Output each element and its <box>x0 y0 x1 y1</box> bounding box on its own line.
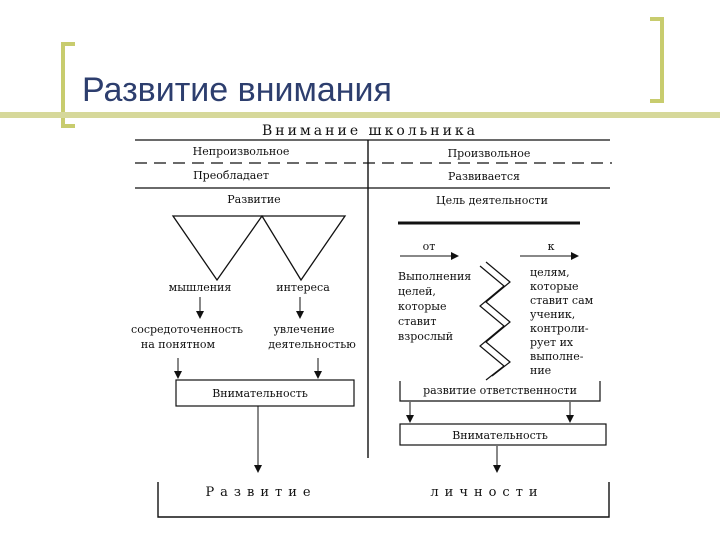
student-goals-line: ученик, <box>530 308 575 321</box>
thinking-funnel <box>171 215 264 282</box>
left-result-box <box>175 379 355 407</box>
focus-label-line2: на понятном <box>141 338 216 351</box>
from-label: от <box>423 240 436 253</box>
personality-label: личности <box>430 485 543 500</box>
activity-goal-label: Цель деятельности <box>436 194 548 207</box>
adult-goals-line: которые <box>398 300 447 313</box>
adult-goals-line: Выполнения <box>398 270 471 283</box>
title-underline-bar <box>0 112 720 118</box>
to-label: к <box>548 240 555 253</box>
passion-label-line2: деятельностью <box>268 338 356 351</box>
adult-goals-line: целей, <box>398 285 436 298</box>
right-bracket-decoration <box>650 17 664 103</box>
student-goals-line: целям, <box>530 266 570 279</box>
right-develops-label: Развивается <box>448 170 520 183</box>
student-goals-line: выполне- <box>530 350 584 363</box>
zigzag-spring <box>479 261 511 381</box>
responsibility-label: развитие ответственности <box>423 384 577 397</box>
right-result-box <box>399 423 607 446</box>
right-result-label: Внимательность <box>452 429 548 442</box>
left-bracket-decoration <box>61 42 75 128</box>
voluntary-label: Произвольное <box>448 147 531 160</box>
student-goals-line: рует их <box>530 336 574 349</box>
thinking-label: мышления <box>169 281 232 294</box>
student-goals-line: которые <box>530 280 579 293</box>
involuntary-label: Непроизвольное <box>193 145 290 158</box>
student-goals-line: контроли- <box>530 322 589 335</box>
diagram-header: Внимание школьника <box>262 123 478 139</box>
slide-title: Развитие внимания <box>82 71 392 109</box>
adult-goals-line: взрослый <box>398 330 453 343</box>
development-label: Развитие <box>205 485 316 500</box>
dominates-label: Преобладает <box>193 169 269 182</box>
left-develops-label: Развитие <box>227 193 280 206</box>
focus-label-line1: сосредоточенность <box>131 323 243 336</box>
adult-goals-line: ставит <box>398 315 436 328</box>
responsibility-box <box>399 381 601 402</box>
interest-label: интереса <box>276 281 330 294</box>
interest-funnel <box>260 215 347 282</box>
adult-goals-text: Выполнения целей, которые ставит взрослы… <box>398 270 471 343</box>
left-result-label: Внимательность <box>212 387 308 400</box>
personality-box <box>157 482 610 518</box>
passion-label-line1: увлечение <box>273 323 334 336</box>
student-goals-line: ние <box>530 364 551 377</box>
student-goals-line: ставит сам <box>530 294 594 307</box>
student-goals-text: целям, которые ставит сам ученик, контро… <box>530 266 594 377</box>
